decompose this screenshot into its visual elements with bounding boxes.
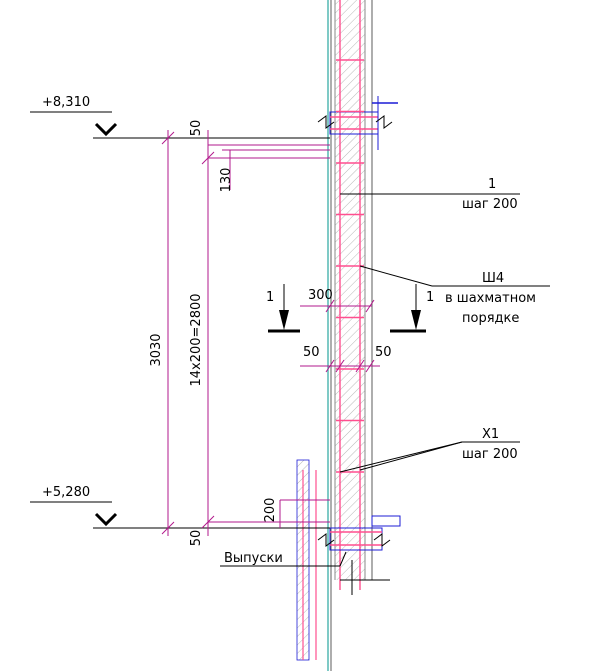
callout-starter-bars-label: Выпуски — [224, 551, 283, 566]
callout-mesh — [359, 265, 550, 287]
callout-rebar-1-step: шаг 200 — [462, 197, 518, 212]
callout-starter-bars — [220, 551, 347, 567]
dimension-top-gap — [222, 149, 330, 190]
dim-spacing: 14x200=2800 — [189, 293, 204, 386]
dim-wall-width: 300 — [308, 288, 333, 303]
section-left-label: 1 — [266, 290, 274, 305]
section-right-label: 1 — [426, 290, 434, 305]
level-arrow-icon — [94, 122, 118, 137]
top-slab — [317, 96, 398, 150]
callout-rebar-1-mark: 1 — [488, 177, 496, 192]
dim-left-cover: 50 — [303, 345, 320, 360]
callout-x1-step: шаг 200 — [462, 447, 518, 462]
section-mark-left — [268, 284, 300, 333]
dim-top-offset: 50 — [189, 120, 204, 137]
callout-x1-mark: Х1 — [482, 427, 499, 442]
lower-wall — [296, 459, 390, 661]
level-bottom-label: +5,280 — [42, 485, 90, 500]
dim-total-height: 3030 — [149, 333, 164, 366]
level-bottom: +5,280 — [30, 485, 330, 529]
bottom-slab — [317, 515, 401, 551]
dimension-total — [161, 130, 175, 536]
wall-section — [327, 0, 373, 671]
dim-bottom-gap: 200 — [263, 498, 278, 523]
section-arrow-icon — [279, 310, 289, 330]
dim-bottom-offset: 50 — [189, 530, 204, 547]
level-arrow-icon — [94, 512, 118, 527]
callout-mesh-mark: Ш4 — [482, 271, 504, 286]
level-top: +8,310 — [30, 95, 330, 139]
level-top-label: +8,310 — [42, 95, 90, 110]
callout-x1 — [339, 441, 520, 473]
dim-top-gap: 130 — [219, 168, 234, 193]
dimension-wall-width — [300, 299, 380, 373]
dimension-bottom-gap — [279, 499, 330, 528]
dimension-spacing — [201, 130, 330, 536]
callout-mesh-note-1: в шахматном — [445, 291, 536, 306]
section-mark-right — [390, 284, 426, 333]
section-arrow-icon — [411, 310, 421, 330]
dim-right-cover: 50 — [375, 345, 392, 360]
callout-mesh-note-2: порядке — [462, 311, 519, 326]
